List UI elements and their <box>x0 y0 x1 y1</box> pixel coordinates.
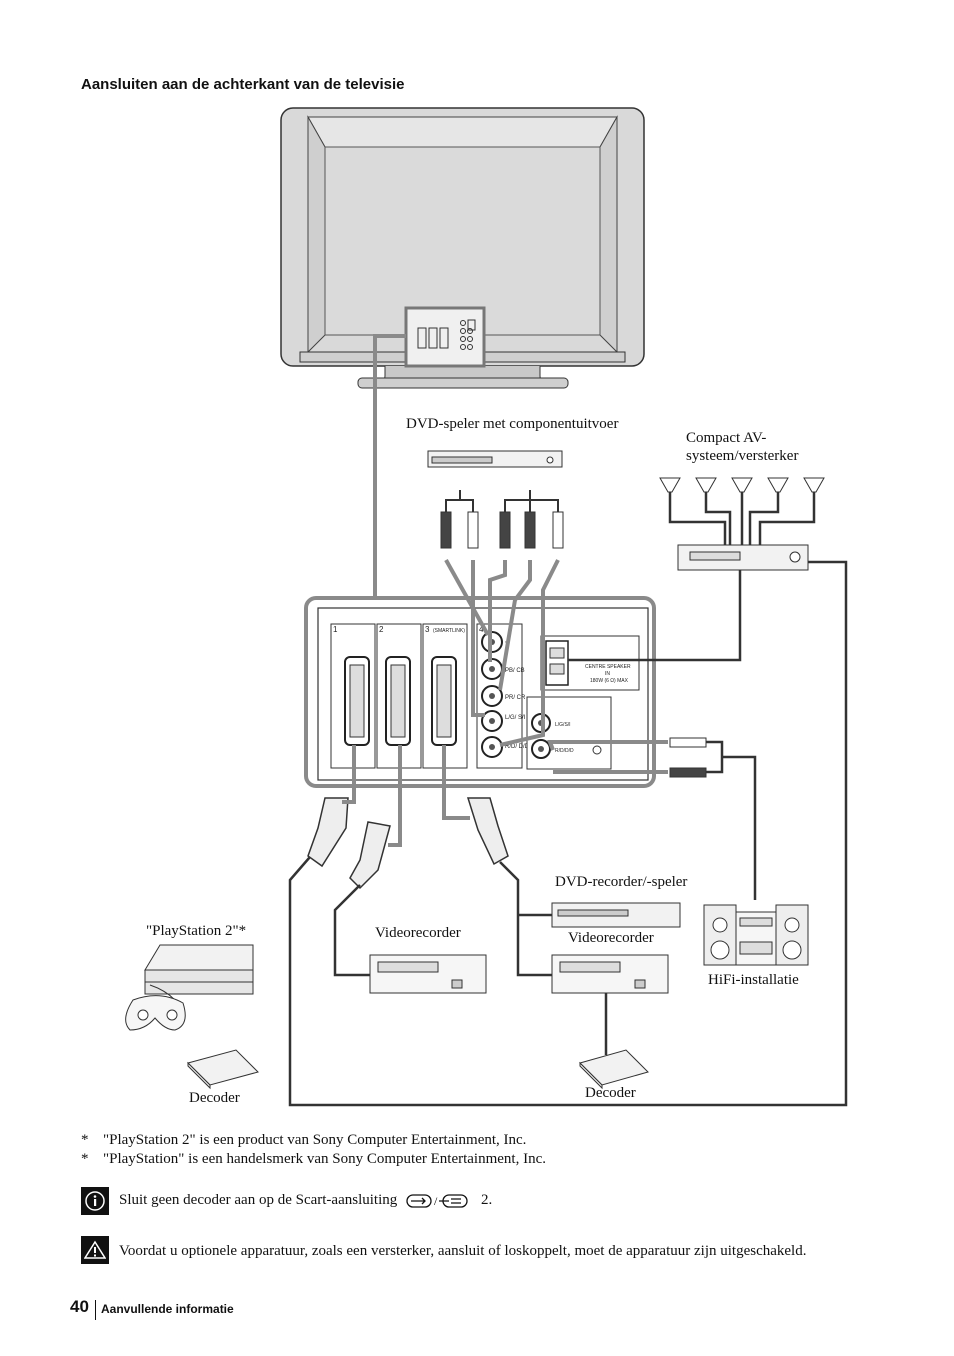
smartlink-label: (SMARTLINK) <box>433 628 465 634</box>
scart-2-number: 2 <box>379 625 384 634</box>
warning-icon <box>81 1236 109 1264</box>
playstation-label: "PlayStation 2"* <box>146 923 247 939</box>
warning-note: Voordat u optionele apparatuur, zoals ee… <box>119 1243 807 1259</box>
rdd-label: R/D/ D/D <box>505 744 530 750</box>
scart-3-number: 3 <box>425 625 430 634</box>
dvd-component-player <box>427 450 563 468</box>
tv-to-panel-cable <box>373 334 406 598</box>
centre-speaker-label-2: IN <box>605 671 610 677</box>
page-number: 40 <box>70 1297 89 1316</box>
page-heading: Aansluiten aan de achterkant van de tele… <box>81 76 405 93</box>
scart-1-number: 1 <box>333 625 338 634</box>
dvd-recorder <box>551 902 681 928</box>
footnote-1: *"PlayStation 2" is een product van Sony… <box>81 1132 527 1148</box>
connection-panel: 1 2 3 (SMARTLINK) 4 Y PB/ CB PR/ CR L/G/… <box>304 596 656 788</box>
hifi-installation <box>703 904 809 966</box>
pb-label: PB/ CB <box>505 668 525 674</box>
footer-divider <box>95 1300 96 1320</box>
videorecorder-left-label: Videorecorder <box>375 925 461 941</box>
decoder-right-label: Decoder <box>585 1085 636 1101</box>
svg-text:/: / <box>434 1194 438 1208</box>
videorecorder-left <box>369 954 487 994</box>
component-plugs <box>440 490 564 549</box>
audio-rca-plugs <box>547 737 757 900</box>
compact-av-label-line2: systeem/versterker <box>686 448 799 464</box>
scart-symbol-icon: / <box>406 1194 468 1208</box>
videorecorder-right-label: Videorecorder <box>568 930 654 946</box>
hifi-label: HiFi-installatie <box>708 972 799 988</box>
compact-av-label-line1: Compact AV- <box>686 430 767 446</box>
dvd-recorder-label: DVD-recorder/-speler <box>555 874 688 890</box>
centre-speaker-label-1: CENTRE SPEAKER <box>585 664 631 670</box>
av4-number: 4 <box>479 625 484 634</box>
decoder-left <box>187 1049 259 1090</box>
info-note: Sluit geen decoder aan op de Scart-aansl… <box>119 1192 493 1208</box>
centre-speaker-label-3: 180W (6 Ω) MAX <box>590 678 629 684</box>
lgs-label: L/G/ S/I <box>505 715 526 721</box>
dvd-component-label: DVD-speler met componentuitvoer <box>406 416 619 432</box>
footnote-2: *"PlayStation" is een handelsmerk van So… <box>81 1151 546 1167</box>
playstation-2 <box>125 944 254 1031</box>
decoder-right <box>579 1049 649 1090</box>
scart-plugs <box>307 797 509 890</box>
section-title: Aanvullende informatie <box>101 1302 234 1316</box>
audio-r-label: R/D/D/D <box>555 748 574 754</box>
compact-av-system <box>659 477 825 571</box>
decoder-left-label: Decoder <box>189 1090 240 1106</box>
videorecorder-right <box>551 954 669 994</box>
audio-l-label: L/G/S/I <box>555 722 571 728</box>
info-icon <box>81 1187 109 1215</box>
pr-label: PR/ CR <box>505 695 526 701</box>
tv-back <box>280 107 645 389</box>
